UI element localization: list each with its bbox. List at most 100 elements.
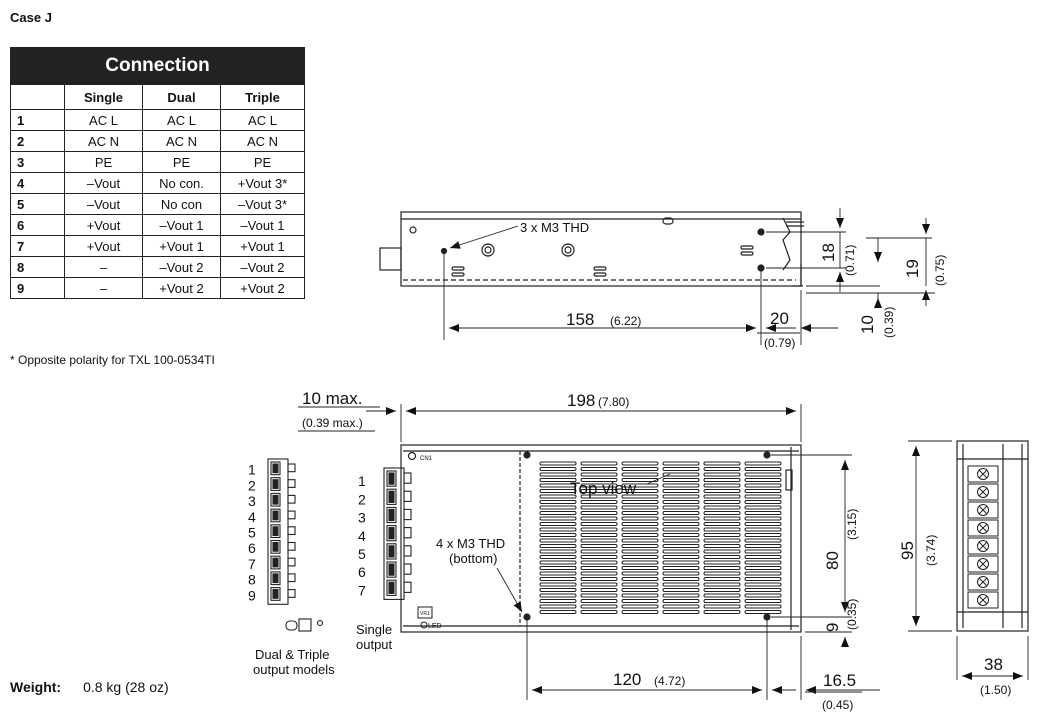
vent-slot <box>662 478 700 482</box>
top-view <box>400 444 802 633</box>
vent-slot <box>662 489 700 493</box>
vent-slot <box>662 582 700 587</box>
connector-latch <box>403 581 412 593</box>
vent-slot <box>580 461 618 466</box>
vent-slot <box>621 555 659 559</box>
vent-slot <box>580 604 618 609</box>
vent-slot <box>744 582 782 587</box>
vent-slot <box>621 527 659 532</box>
vent-slot <box>539 571 577 576</box>
connector-pin-core <box>272 589 279 599</box>
vent-slot <box>580 544 618 548</box>
connector-latch <box>287 510 296 520</box>
terminal <box>967 537 999 555</box>
vent-slot <box>703 516 741 521</box>
vent-slot <box>621 610 659 614</box>
vent-slot <box>539 500 577 504</box>
vent-slot <box>621 505 659 510</box>
vent-slot <box>621 522 659 526</box>
vent-slot <box>744 489 782 493</box>
single-label-1: Single <box>356 622 392 637</box>
vent-slot <box>703 538 741 543</box>
vent-slot <box>580 577 618 581</box>
dim-95: 95 <box>898 541 917 560</box>
vent-slot <box>662 500 700 504</box>
pin-number-label: 5 <box>358 546 366 562</box>
connector-pin <box>386 525 397 542</box>
vent-slot <box>539 511 577 515</box>
dim-38-in: (1.50) <box>980 683 1011 697</box>
vent-slot <box>703 483 741 488</box>
vent-slot <box>744 549 782 554</box>
vent-slot <box>621 483 659 488</box>
single-label-2: output <box>356 637 393 652</box>
vent-slot <box>621 533 659 537</box>
connector-latch <box>287 463 296 473</box>
screw-slot <box>978 559 988 569</box>
connector-pin <box>270 555 281 570</box>
table-cell: +Vout 3* <box>220 172 305 194</box>
vent-slot <box>703 467 741 471</box>
vent-slot <box>662 604 700 609</box>
vent-slot <box>539 566 577 570</box>
vent-slot <box>539 533 577 537</box>
dim-19: 19 <box>903 259 922 278</box>
connector-pin-core <box>388 527 395 540</box>
vent-slot <box>662 610 700 614</box>
vent-slot <box>703 494 741 499</box>
vent-slot <box>744 516 782 521</box>
vent-slot <box>703 478 741 482</box>
screw-slot <box>978 469 988 479</box>
table-cell: AC N <box>64 130 143 152</box>
connector-pin-core <box>272 526 279 537</box>
vent-slot <box>580 571 618 576</box>
vent-slot <box>539 472 577 477</box>
vent-slot <box>703 577 741 581</box>
pin-number-label: 4 <box>248 509 256 525</box>
vent-slot <box>580 494 618 499</box>
terminal-screw <box>977 558 989 570</box>
vent-slot <box>580 516 618 521</box>
vent-slot <box>662 467 700 471</box>
vent-slot <box>662 522 700 526</box>
table-header: Connection <box>10 47 305 85</box>
pin-number-label: 2 <box>358 491 366 507</box>
connector-pin-core <box>388 508 395 522</box>
pin-number-label: 5 <box>248 525 256 541</box>
vent-slot <box>703 593 741 598</box>
vent-slot <box>539 588 577 592</box>
vent-slot <box>744 566 782 570</box>
connector-pin-core <box>388 563 395 576</box>
vent-slot <box>662 472 700 477</box>
vent-slot <box>621 604 659 609</box>
vent-slot <box>539 544 577 548</box>
pin-number-label: 6 <box>358 564 366 580</box>
connector-pin-core <box>388 581 395 594</box>
terminal-screw <box>977 522 989 534</box>
vent-slot <box>621 560 659 565</box>
vent-slot <box>539 494 577 499</box>
dim-120-in: (4.72) <box>654 674 685 688</box>
vent-slot <box>703 604 741 609</box>
vent-slot <box>621 577 659 581</box>
vent-slot <box>744 461 782 466</box>
pin-number-label: 7 <box>248 556 256 572</box>
vent-slot <box>744 483 782 488</box>
vent-slot <box>580 522 618 526</box>
vent-slot <box>539 461 577 466</box>
vent-slot <box>621 478 659 482</box>
terminal <box>967 519 999 537</box>
vent-slot <box>580 582 618 587</box>
vent-slot <box>539 560 577 565</box>
weight-value: 0.8 kg <box>83 679 122 695</box>
vent-slot <box>580 593 618 598</box>
vent-slot <box>580 483 618 488</box>
connector-pin <box>386 561 397 578</box>
vent-slot <box>621 538 659 543</box>
page-title: Case J <box>10 10 52 25</box>
vent-slot <box>662 588 700 592</box>
vent-slot <box>539 522 577 526</box>
vent-slot <box>703 522 741 526</box>
cn1-label: CN1 <box>420 456 433 462</box>
